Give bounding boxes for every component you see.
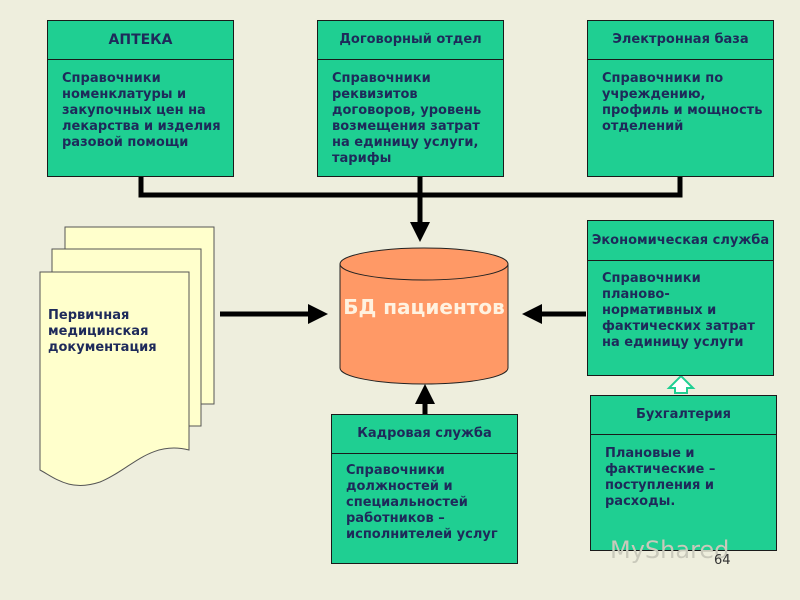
electronic-title: Электронная база [588,21,773,60]
electronic-box: Электронная база Справочники по учрежден… [587,20,774,177]
hr-text: Справочники должностей и специальностей … [346,463,498,542]
accounting-box: Бухгалтерия Плановые и фактические – пос… [590,395,777,551]
database-label: БД пациентов [343,295,505,319]
electronic-text: Справочники по учреждению, профиль и мощ… [602,71,763,134]
hr-title: Кадровая служба [332,415,517,454]
contracts-text: Справочники реквизитов договоров, уровен… [332,71,482,166]
documents-label-wrap: Первичная медицинская документация [48,308,188,356]
pharmacy-box: АПТЕКА Справочники номенклатуры и закупо… [47,20,234,177]
contracts-box: Договорный отдел Справочники реквизитов … [317,20,504,177]
pharmacy-text: Справочники номенклатуры и закупочных це… [62,71,221,150]
top-connector [138,176,683,198]
database-cylinder [339,247,509,385]
pharmacy-title: АПТЕКА [48,21,233,60]
documents-stack [39,226,215,486]
accounting-text: Плановые и фактические – поступления и р… [605,446,716,509]
arrow-accounting-to-economic [666,374,696,394]
economic-title: Экономическая служба [588,221,773,261]
documents-label: Первичная медицинская документация [48,308,157,355]
accounting-title: Бухгалтерия [591,396,776,435]
economic-box: Экономическая служба Справочники планово… [587,220,774,376]
economic-text: Справочники планово-нормативных и фактич… [602,271,755,350]
hr-box: Кадровая служба Справочники должностей и… [331,414,518,564]
contracts-title: Договорный отдел [318,21,503,60]
watermark: MyShared [610,536,730,564]
page-number: 64 [714,553,731,568]
